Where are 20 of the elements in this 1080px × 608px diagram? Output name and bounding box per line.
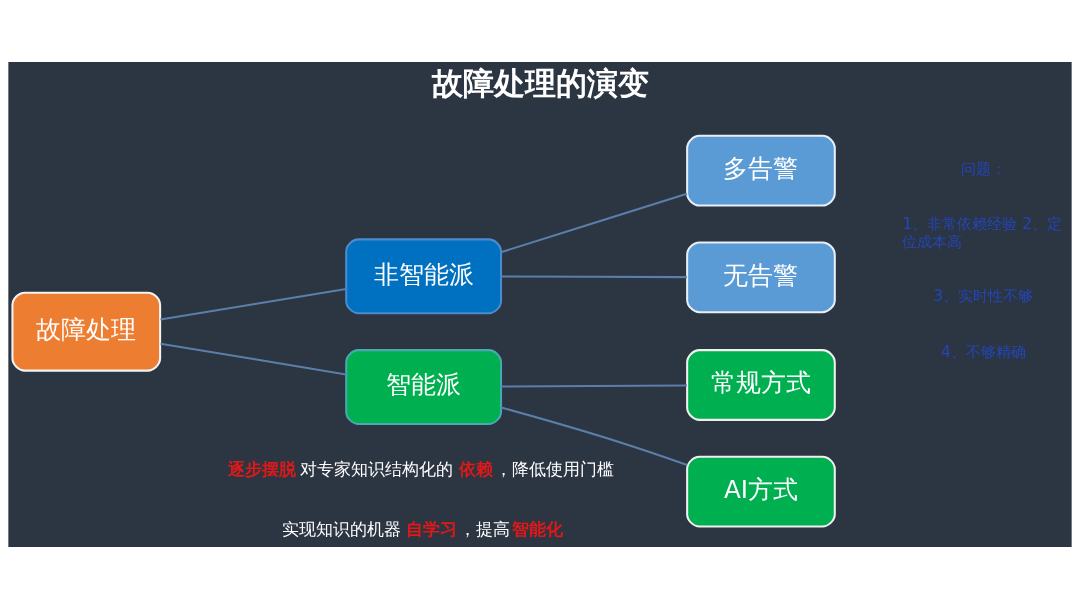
label: 实现知识的机器自学习，提高智能化 (281, 518, 564, 539)
node-box: 多告警 (686, 134, 836, 207)
node-box: 智能派 (345, 348, 503, 425)
connector (500, 192, 688, 253)
connector (500, 406, 688, 466)
label: 4、不够精确 (940, 342, 1026, 361)
diagram-title: 故障处理的演变 (431, 64, 649, 101)
node-box: 非智能派 (345, 237, 503, 314)
label: 逐步摆脱对专家知识结构化的依赖，降低使用门槛 (227, 458, 615, 479)
connector (501, 275, 687, 278)
node-box: 常规方式 (686, 348, 836, 421)
connector (160, 342, 347, 375)
node-box: 故障处理 (11, 291, 162, 372)
label: 3、实时性不够 (933, 286, 1034, 305)
label: 问题： (960, 159, 1006, 178)
connector (501, 383, 687, 388)
connector (160, 287, 347, 321)
node-box: AI方式 (686, 455, 836, 527)
node-box: 无告警 (686, 240, 836, 313)
label: 1、非常依赖经验 2、定位成本高 (902, 214, 1062, 251)
